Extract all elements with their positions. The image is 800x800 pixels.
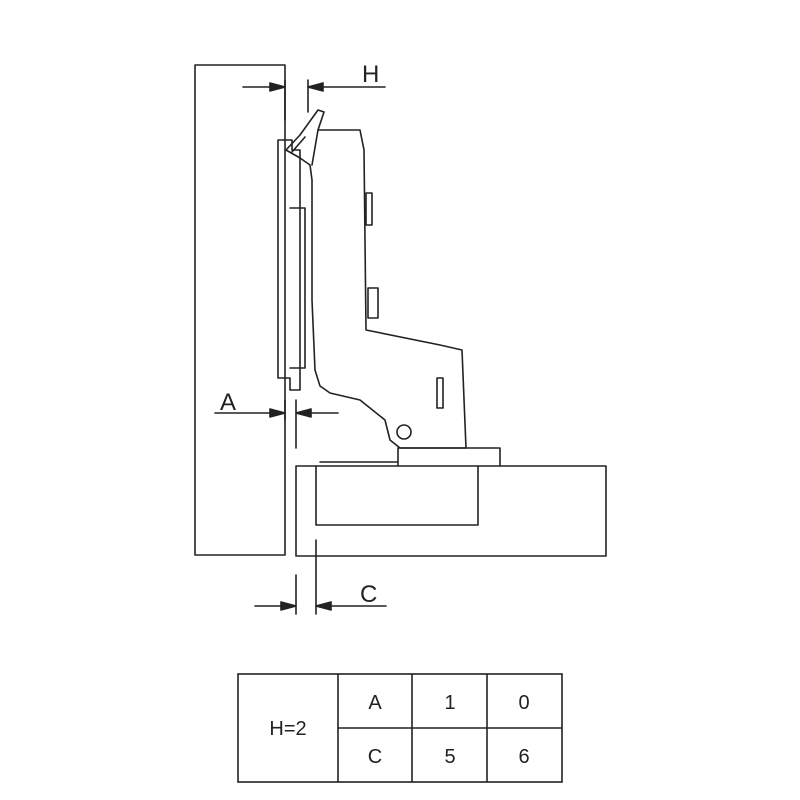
dimension-c [254,539,387,615]
adjust-screw-middle [367,287,379,319]
cup-flange [319,447,501,467]
spec-table [237,673,563,783]
mounting-plate [277,139,301,391]
table-row-c-label: C [368,746,382,768]
pivot-pin [396,424,412,440]
table-row-c-value-2: 6 [518,746,529,768]
dimension-h-label: H [362,61,379,88]
table-row-c-value-1: 5 [444,746,455,768]
dimension-c-label: C [360,581,377,608]
cabinet-side-panel [194,64,286,556]
dimension-a [214,399,339,449]
table-row-a-value-2: 0 [518,692,529,714]
table-h-value: H=2 [269,718,306,740]
table-row-a-value-1: 1 [444,692,455,714]
hinge-cup-recess [315,465,479,526]
door-panel [295,465,607,557]
dimension-a-label: A [220,389,236,416]
hinge-arm-back [291,136,306,153]
hinge-arm-inner-edge [311,129,319,166]
mounting-plate-inner [289,207,306,369]
adjust-slot [436,377,444,409]
dimension-h [242,79,386,121]
table-row-a-label: A [368,692,382,714]
adjust-screw-upper [365,192,373,226]
